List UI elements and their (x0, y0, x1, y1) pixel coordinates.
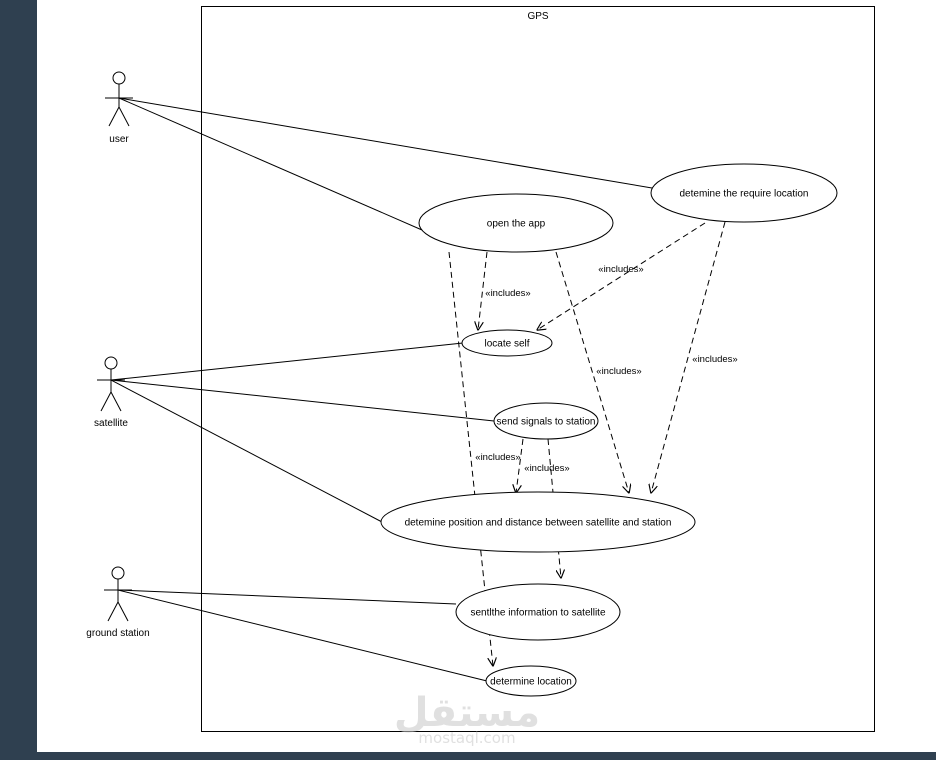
use-case-require: detemine the require location (650, 163, 838, 223)
actor-leg-left (100, 391, 112, 412)
actor-head (104, 356, 118, 370)
actor-head (111, 566, 125, 580)
use-case-position: detemine position and distance between s… (380, 491, 696, 553)
use-case-label-locate: locate self (484, 339, 529, 350)
associations (110, 97, 653, 682)
use-case-ellipse (493, 402, 599, 440)
actor-label-ground: ground station (86, 628, 149, 639)
include-require-position: «includes» (651, 221, 738, 493)
use-case-label-detloc: determine location (490, 677, 572, 688)
actor-leg-right (117, 601, 129, 622)
include-signals-position: «includes» (516, 438, 570, 493)
include-arrow (547, 438, 561, 578)
use-case-label-sentinfo: sentlthe information to satellite (470, 608, 606, 619)
association-ground-detloc (117, 589, 488, 682)
include-open-position: «includes» (555, 251, 642, 493)
include-arrow (555, 251, 629, 493)
use-case-ellipse (455, 583, 621, 641)
use-case-sentinfo: sentlthe information to satellite (455, 583, 621, 641)
actor-leg-left (107, 601, 119, 622)
association-satellite-locate (110, 342, 464, 381)
system-title: GPS (527, 11, 548, 22)
actor-leg-right (110, 391, 122, 412)
include-open-locate: «includes» (478, 251, 531, 330)
include-label: «includes» (485, 288, 530, 299)
bottom-bar (0, 752, 936, 760)
use-case-ellipse (380, 491, 696, 553)
include-arrow (537, 222, 706, 330)
actor-satellite: satellite (94, 356, 128, 429)
include-label: «includes» (692, 354, 737, 365)
left-sidebar (0, 0, 37, 760)
diagram-canvas: GPS «includes» «includes» «includes» «inclu… (37, 0, 936, 752)
use-case-label-signals: send signals to station (497, 417, 596, 428)
include-label: «includes» (475, 452, 520, 463)
association-user-require (118, 97, 653, 189)
watermark-url: mostaql.com (418, 729, 515, 747)
actor-label-satellite: satellite (94, 418, 128, 429)
system-boundary (201, 6, 875, 732)
include-arrow (478, 251, 488, 330)
use-case-ellipse (650, 163, 838, 223)
use-case-ellipse (418, 193, 614, 253)
include-label: «includes» (596, 366, 641, 377)
association-user-open (118, 97, 423, 231)
include-arrow (651, 221, 726, 493)
use-case-signals: send signals to station (493, 402, 599, 440)
use-case-label-position: detemine position and distance between s… (405, 518, 672, 529)
use-case-ellipse (485, 665, 577, 697)
use-case-locate: locate self (461, 329, 553, 357)
use-case-label-require: detemine the require location (680, 189, 809, 200)
include-label: «includes» (524, 463, 569, 474)
association-satellite-signals (110, 379, 495, 422)
actor-leg-left (108, 106, 120, 127)
use-cases: detemine the require location open the ap… (380, 163, 838, 697)
include-require-locate: «includes» (537, 222, 706, 330)
include-arrow (516, 438, 524, 493)
association-ground-sentinfo (117, 589, 457, 605)
use-case-label-open: open the app (487, 219, 546, 230)
include-label: «includes» (598, 264, 643, 275)
use-case-ellipse (461, 329, 553, 357)
actor-user: user (105, 71, 133, 145)
watermark-arabic: مستقل (394, 690, 540, 736)
include-open-detloc: «includes» (448, 251, 521, 666)
actor-label-user: user (109, 134, 129, 145)
actors: user satellite ground station (86, 71, 150, 639)
actor-head (112, 71, 126, 85)
use-case-detloc: determine location (485, 665, 577, 697)
use-case-diagram: GPS «includes» «includes» «includes» «inclu… (86, 6, 875, 747)
association-satellite-position (110, 379, 383, 523)
actor-leg-right (118, 106, 130, 127)
watermark: مستقل mostaql.com (394, 690, 540, 747)
use-case-open: open the app (418, 193, 614, 253)
actor-ground: ground station (86, 566, 150, 639)
